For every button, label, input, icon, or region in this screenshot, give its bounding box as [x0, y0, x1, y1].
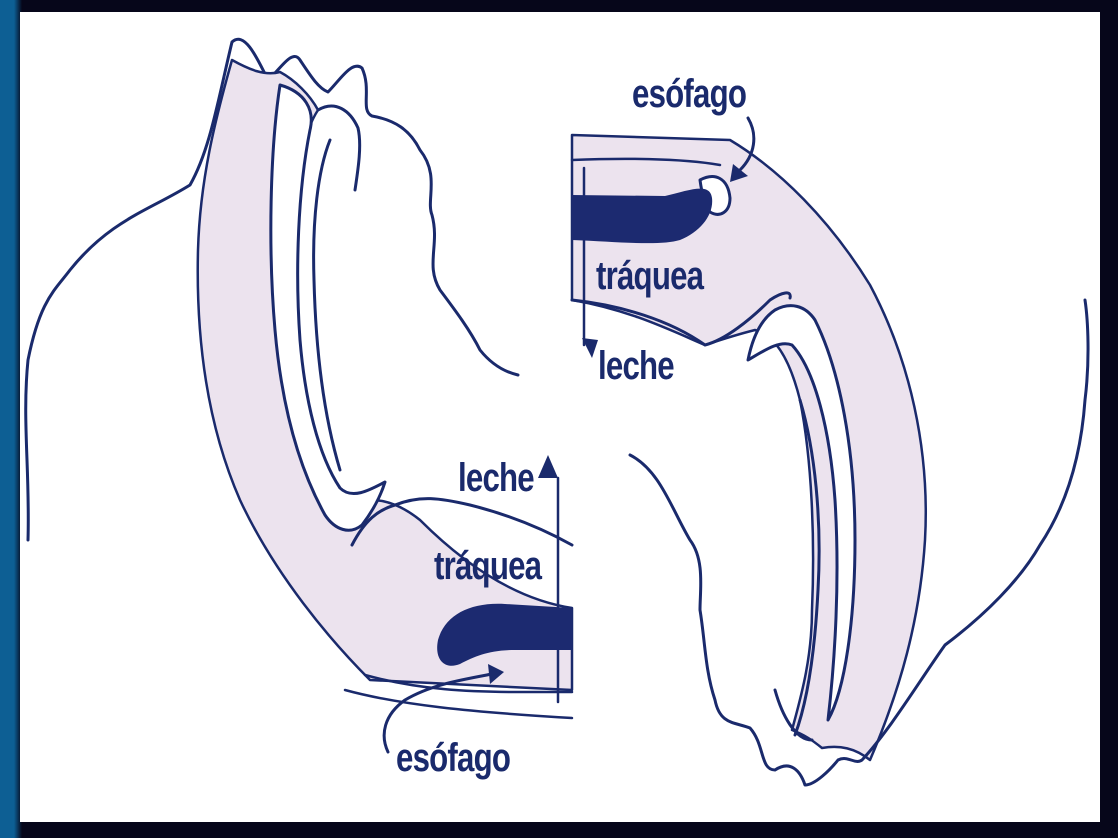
left-milk-arrowhead: [538, 455, 558, 478]
label-trachea-left: tráquea: [434, 546, 541, 586]
right-airway-figure: [572, 118, 1088, 785]
label-milk-right: leche: [598, 346, 674, 386]
left-nasal-curve: [314, 106, 360, 470]
label-milk-left: leche: [458, 458, 534, 498]
label-esophagus-right: esófago: [632, 74, 746, 114]
label-trachea-right: tráquea: [596, 256, 703, 296]
left-airway-figure: [26, 39, 572, 752]
label-esophagus-left: esófago: [396, 738, 510, 778]
right-milk-arrowhead: [582, 338, 598, 358]
